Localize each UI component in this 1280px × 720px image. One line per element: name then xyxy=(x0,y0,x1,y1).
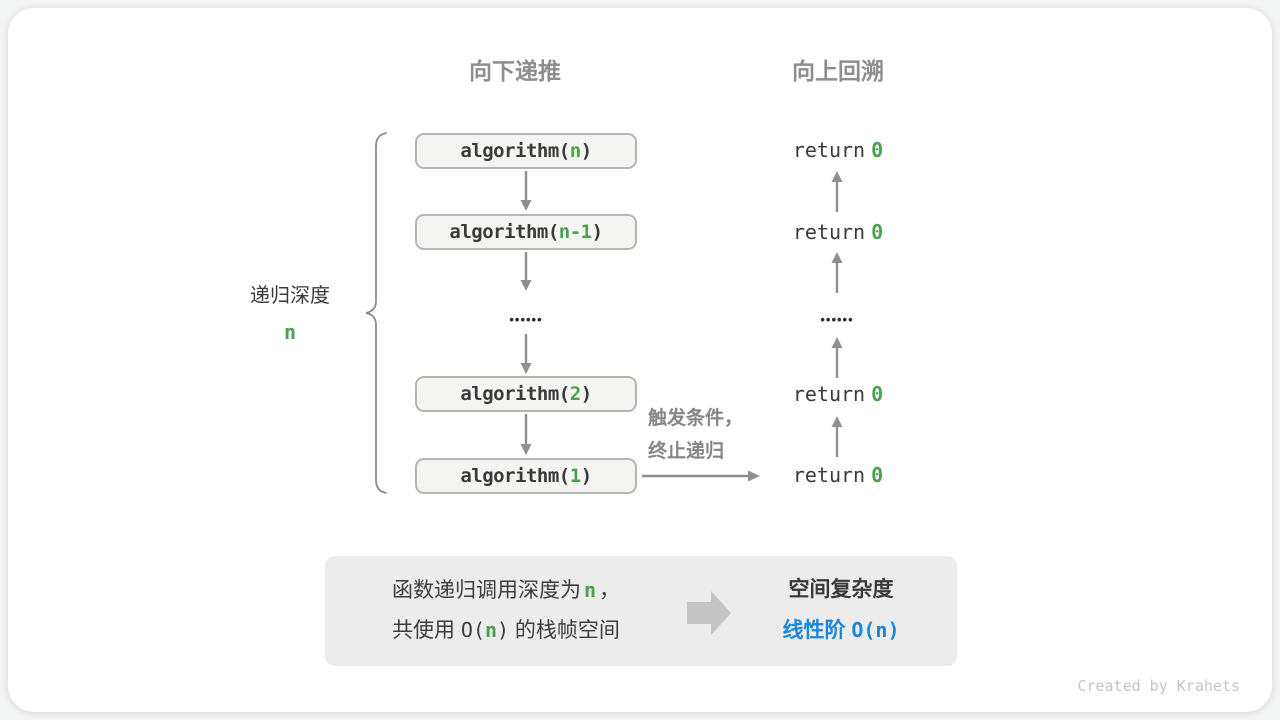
return-value: 0 xyxy=(871,382,884,406)
call-box-algorithm-2: algorithm(2) xyxy=(415,376,637,412)
return-value: 0 xyxy=(871,463,884,487)
header-upward-backtracking: 向上回溯 xyxy=(792,58,884,84)
recursion-depth-value: n xyxy=(283,320,297,344)
code-text: algorithm( xyxy=(449,221,559,243)
result-label: 线性阶 xyxy=(782,619,852,642)
code-arg: 2 xyxy=(569,383,581,405)
space-complexity-title: 空间复杂度 xyxy=(788,578,894,601)
summary-text: 共使用 xyxy=(392,619,461,642)
big-o-open: O( xyxy=(851,618,876,642)
code-arg: 1 xyxy=(569,465,581,487)
code-text: ) xyxy=(580,383,592,405)
big-o-open: O( xyxy=(460,618,485,642)
code-text: algorithm( xyxy=(460,465,570,487)
big-o-close: ) xyxy=(887,618,900,642)
summary-text: 函数递归调用深度为 xyxy=(391,579,581,602)
recursion-depth-label: 递归深度 xyxy=(250,285,330,307)
result-var-n: n xyxy=(875,618,888,642)
summary-text: 的栈帧空间 xyxy=(509,619,620,642)
base-case-note: 触发条件， 终止递归 xyxy=(648,402,764,468)
code-text: ) xyxy=(580,140,592,162)
return-keyword: return xyxy=(792,382,866,406)
call-box-algorithm-n-1: algorithm(n-1) xyxy=(415,214,637,250)
summary-panel xyxy=(325,556,957,666)
code-text: algorithm( xyxy=(460,383,570,405)
call-box-algorithm-n: algorithm(n) xyxy=(415,133,637,169)
call-box-algorithm-1: algorithm(1) xyxy=(415,458,637,494)
base-case-note-line1: 触发条件， xyxy=(648,408,744,429)
return-keyword: return xyxy=(792,138,866,162)
base-case-note-line2: 终止递归 xyxy=(648,441,725,462)
recursion-ellipsis: •••••• xyxy=(509,312,543,327)
big-o-close: ) xyxy=(497,618,510,642)
space-complexity-result: 线性阶 O(n) xyxy=(741,616,941,645)
code-arg: n xyxy=(569,140,581,162)
summary-var-n: n xyxy=(485,618,498,642)
code-text: ) xyxy=(591,221,603,243)
header-downward-recursion: 向下递推 xyxy=(469,58,561,84)
summary-var-n: n xyxy=(583,578,597,602)
return-value: 0 xyxy=(871,220,884,244)
credit-watermark: Created by Krahets xyxy=(1077,677,1240,695)
return-keyword: return xyxy=(792,463,866,487)
return-ellipsis: •••••• xyxy=(820,312,854,327)
code-text: ) xyxy=(580,465,592,487)
return-value: 0 xyxy=(871,138,884,162)
summary-left-line2: 共使用 O(n) 的栈帧空间 xyxy=(345,616,667,645)
summary-text: ， xyxy=(599,579,621,602)
code-arg: n-1 xyxy=(558,221,592,243)
code-text: algorithm( xyxy=(460,140,570,162)
return-keyword: return xyxy=(792,220,866,244)
